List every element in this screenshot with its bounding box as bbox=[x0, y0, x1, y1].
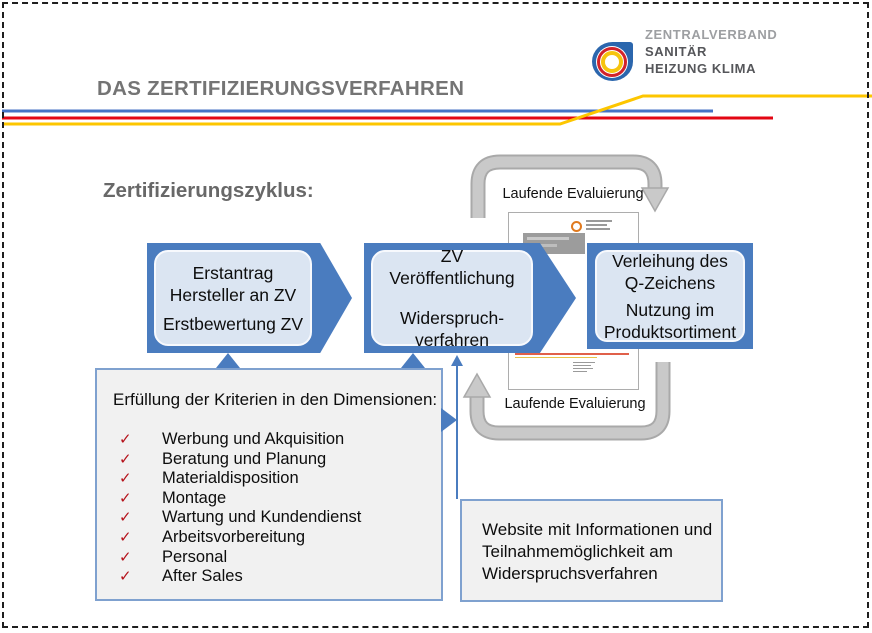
arrow-up-head bbox=[462, 372, 492, 398]
certificate-mini-logo-icon bbox=[571, 221, 582, 232]
checkmark-icon: ✓ bbox=[119, 528, 132, 546]
criteria-item-label: Materialdisposition bbox=[162, 469, 299, 488]
cycle-step-veroeffentlichung: ZV Veröffentlichung Widerspruch- verfahr… bbox=[364, 243, 576, 353]
criteria-item: ✓ Materialdisposition bbox=[97, 469, 441, 489]
criteria-item: ✓ Wartung und Kundendienst bbox=[97, 508, 441, 528]
website-panel: Website mit Informationen und Teilnahmem… bbox=[460, 499, 723, 602]
logo-line-3: HEIZUNG KLIMA bbox=[645, 61, 757, 76]
logo-line-2: SANITÄR bbox=[645, 44, 707, 59]
criteria-item: ✓ Arbeitsvorbereitung bbox=[97, 528, 441, 548]
criteria-item: ✓ Montage bbox=[97, 489, 441, 509]
step-text-line: Hersteller an ZV bbox=[169, 284, 297, 305]
criteria-item-label: Wartung und Kundendienst bbox=[162, 508, 362, 527]
step-text-line: Widerspruch- bbox=[399, 308, 505, 328]
criteria-item-label: After Sales bbox=[162, 567, 243, 586]
criteria-item: ✓ After Sales bbox=[97, 567, 441, 587]
step-text-line: Erstantrag bbox=[192, 262, 274, 283]
step-text-box: Erstantrag Hersteller an ZV Erstbewertun… bbox=[154, 250, 312, 346]
criteria-item-label: Arbeitsvorbereitung bbox=[162, 527, 306, 546]
step-text-box: Verleihung des Q-Zeichens Nutzung im Pro… bbox=[595, 250, 745, 342]
checkmark-icon: ✓ bbox=[119, 431, 132, 448]
logo-drop-icon bbox=[592, 42, 633, 81]
arrow-up-connector-2 bbox=[401, 353, 425, 368]
logo-line-1: ZENTRALVERBAND bbox=[645, 27, 778, 42]
arrow-down-head bbox=[640, 187, 670, 213]
zvshk-logo: ZENTRALVERBAND SANITÄR HEIZUNG KLIMA bbox=[590, 24, 860, 84]
step-text-line: Nutzung im bbox=[625, 299, 715, 320]
website-note-line: Teilnahmemöglichkeit am bbox=[482, 542, 673, 561]
website-note: Website mit Informationen und Teilnahmem… bbox=[482, 519, 712, 585]
checkmark-icon: ✓ bbox=[119, 489, 132, 507]
website-note-line: Widerspruchsverfahren bbox=[482, 564, 658, 583]
criteria-item: ✓ Personal bbox=[97, 548, 441, 568]
criteria-list: ✓ Werbung und Akquisition ✓ Beratung und… bbox=[97, 430, 441, 587]
criteria-item-label: Beratung und Planung bbox=[162, 449, 327, 468]
step-text-line: Veröffentlichung bbox=[389, 268, 515, 288]
checkmark-icon: ✓ bbox=[119, 568, 132, 586]
step-text-line: ZV bbox=[440, 246, 464, 266]
cycle-step-verleihung: Verleihung des Q-Zeichens Nutzung im Pro… bbox=[587, 243, 753, 349]
website-note-line: Website mit Informationen und bbox=[482, 520, 713, 539]
criteria-item-label: Werbung und Akquisition bbox=[162, 430, 345, 448]
top-loop-arrow bbox=[470, 154, 670, 218]
website-arrow-stem bbox=[456, 365, 458, 499]
bottom-loop-label: Laufende Evaluierung bbox=[504, 396, 646, 412]
top-loop-label: Laufende Evaluierung bbox=[502, 186, 644, 202]
yellow-rule bbox=[2, 94, 872, 126]
step-text-line: Verleihung des bbox=[612, 250, 728, 271]
cycle-step-erstantrag: Erstantrag Hersteller an ZV Erstbewertun… bbox=[147, 243, 352, 353]
checkmark-icon: ✓ bbox=[119, 470, 132, 488]
page-title: DAS ZERTIFIZIERUNGSVERFAHREN bbox=[97, 77, 465, 100]
criteria-heading: Erfüllung der Kriterien in den Dimension… bbox=[113, 390, 438, 409]
checkmark-icon: ✓ bbox=[119, 509, 132, 527]
arrow-up-connector-1 bbox=[216, 353, 240, 368]
website-arrow-head bbox=[451, 355, 463, 366]
step-text-line: Produktsortiment bbox=[603, 321, 737, 342]
criteria-item: ✓ Werbung und Akquisition bbox=[97, 430, 441, 450]
criteria-item-label: Personal bbox=[162, 547, 228, 566]
arrow-right-connector bbox=[441, 408, 457, 432]
logo-text: ZENTRALVERBAND SANITÄR HEIZUNG KLIMA bbox=[645, 26, 777, 77]
criteria-item-label: Montage bbox=[162, 488, 227, 507]
step-text-line: Q-Zeichens bbox=[624, 272, 716, 293]
step-text-line: Erstbewertung ZV bbox=[162, 313, 304, 334]
criteria-panel: Erfüllung der Kriterien in den Dimension… bbox=[95, 368, 443, 601]
criteria-item: ✓ Beratung und Planung bbox=[97, 450, 441, 470]
step-text-line: verfahren bbox=[415, 330, 489, 350]
header-rules bbox=[2, 94, 872, 126]
bottom-loop-arrow bbox=[462, 362, 671, 441]
checkmark-icon: ✓ bbox=[119, 450, 132, 468]
section-label: Zertifizierungszyklus: bbox=[103, 179, 314, 202]
step-text-box: ZV Veröffentlichung Widerspruch- verfahr… bbox=[371, 246, 533, 350]
checkmark-icon: ✓ bbox=[119, 548, 132, 566]
